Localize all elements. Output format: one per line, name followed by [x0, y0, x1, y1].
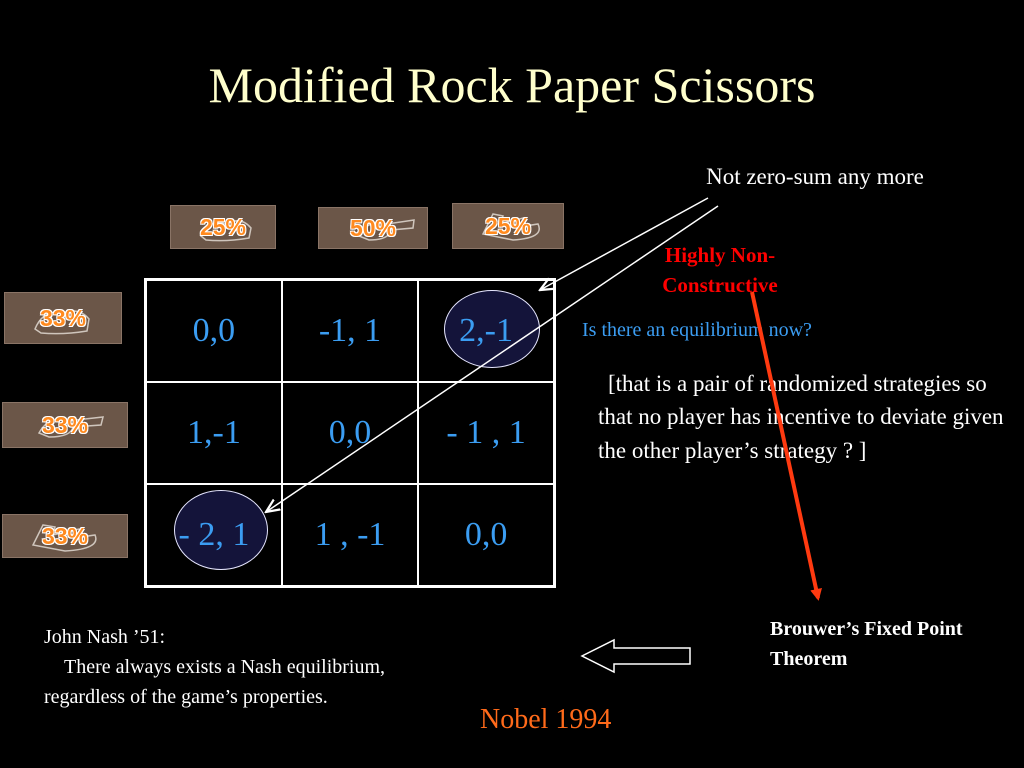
hand-icon [34, 310, 90, 335]
arrow-to-brouwer [750, 291, 822, 601]
matrix-row: - 2, 1 1 , -1 0,0 [144, 483, 556, 588]
row-tag-2: 33% [2, 402, 128, 448]
matrix-row: 1,-1 0,0 - 1 , 1 [144, 381, 556, 485]
nash-heading: John Nash ’51: [44, 626, 166, 648]
column-tag-2: 50% [318, 207, 428, 249]
hand-icon [200, 220, 252, 242]
hand-icon [37, 416, 104, 438]
row-tag-value: 33% [41, 411, 89, 438]
row-tag-1: 33% [4, 292, 122, 344]
row-tag-value: 33% [39, 304, 87, 331]
row-tag-value: 33% [41, 522, 89, 549]
left-arrow-icon [580, 638, 691, 674]
row-tag-3: 33% [2, 514, 128, 558]
hand-icon [31, 524, 97, 552]
matrix-cell: 1 , -1 [280, 483, 420, 588]
column-tag-3: 25% [452, 203, 564, 249]
equilibrium-question: Is there an equilibrium now? [582, 319, 812, 341]
matrix-cell: 0,0 [144, 278, 283, 383]
column-tag-value: 25% [484, 212, 532, 239]
matrix-cell: - 1 , 1 [417, 381, 556, 485]
payoff-matrix: 0,0 -1, 1 2,-1 1,-1 0,0 - 1 , 1 - 2, 1 1… [144, 278, 556, 588]
hand-icon [481, 213, 540, 241]
matrix-row: 0,0 -1, 1 2,-1 [144, 278, 556, 383]
brouwer-note: Brouwer’s Fixed Point Theorem [770, 618, 963, 670]
nash-statement-cont: regardless of the game’s properties. [44, 686, 328, 708]
matrix-cell: 0,0 [417, 483, 556, 588]
matrix-cell: 1,-1 [144, 381, 283, 485]
nash-statement: There always exists a Nash equilibrium, [64, 656, 386, 678]
not-zero-sum-note: Not zero-sum any more [706, 164, 924, 189]
column-tag-value: 25% [199, 213, 247, 240]
matrix-cell: - 2, 1 [144, 483, 283, 588]
nash-note: John Nash ’51: There always exists a Nas… [44, 622, 385, 712]
hand-icon [357, 219, 415, 241]
nobel-note: Nobel 1994 [480, 704, 612, 735]
arrow-to-top-right-cell [540, 197, 709, 290]
matrix-cell: -1, 1 [280, 278, 420, 383]
equilibrium-definition: [that is a pair of randomized strategies… [598, 371, 1004, 463]
matrix-cell: 0,0 [280, 381, 420, 485]
highly-non-constructive-note: Highly Non-Constructive [662, 243, 778, 298]
arrow-to-bottom-left-cell [266, 205, 719, 512]
column-tag-1: 25% [170, 205, 276, 249]
column-tag-value: 50% [349, 214, 397, 241]
slide-title: Modified Rock Paper Scissors [208, 57, 816, 113]
